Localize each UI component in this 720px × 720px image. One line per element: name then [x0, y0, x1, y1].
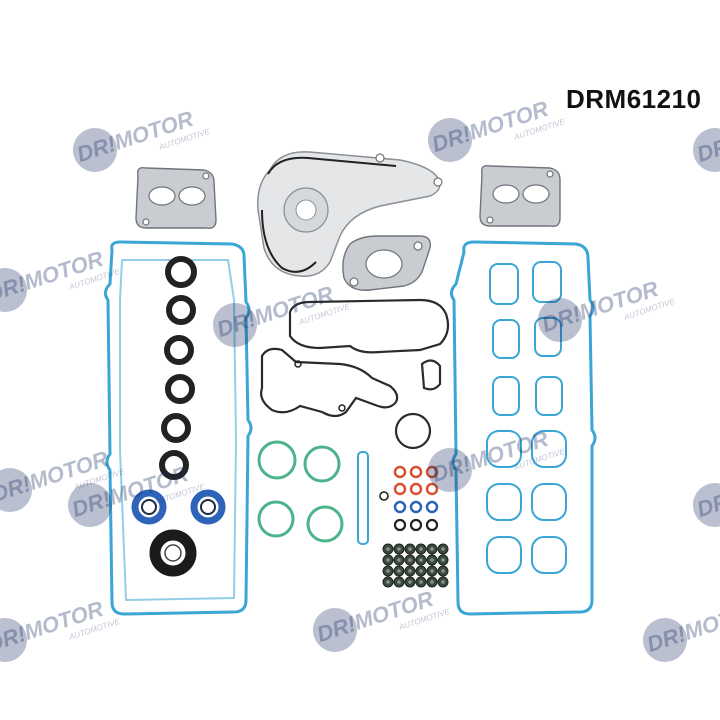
valve-stem-seal-bore — [430, 547, 434, 551]
seal-strip — [357, 451, 369, 545]
exhaust-manifold-gasket-left — [135, 166, 217, 230]
valve-stem-seal-bore — [408, 569, 412, 573]
oil-pump-gasket — [260, 347, 399, 418]
left-valve-cover-gasket — [103, 240, 253, 616]
valve-cover-seals — [159, 256, 197, 480]
valve-stem-seal-bore — [408, 580, 412, 584]
watermark-badge — [538, 298, 582, 342]
intake-port-seals — [486, 261, 567, 574]
watermark-badge — [428, 118, 472, 162]
turbo-flange-gasket — [342, 235, 431, 291]
camshaft-seals — [131, 489, 226, 525]
valve-stem-seal-bore — [430, 569, 434, 573]
valve-stem-seal-bore — [386, 569, 390, 573]
valve-stem-seal-bore — [441, 558, 445, 562]
watermark-badge — [693, 128, 720, 172]
valve-stem-seal-bore — [386, 558, 390, 562]
valve-stem-seal-bore — [397, 558, 401, 562]
valve-stem-seal-bore — [397, 580, 401, 584]
valve-stem-seal-bore — [441, 569, 445, 573]
watermark-badge — [0, 468, 32, 512]
watermark-badge — [313, 608, 357, 652]
valve-stem-seal-bore — [397, 547, 401, 551]
watermark-badge — [643, 618, 687, 662]
crankshaft-seal — [149, 529, 197, 577]
valve-stem-seal-bore — [386, 580, 390, 584]
valve-stem-seal-bore — [441, 580, 445, 584]
watermark-badge — [0, 268, 27, 312]
valve-stem-seal-bore — [419, 547, 423, 551]
exhaust-manifold-gasket-right — [479, 164, 561, 228]
valve-stem-seal-bore — [430, 580, 434, 584]
valve-stem-seal-bore — [419, 580, 423, 584]
watermark-badge — [73, 128, 117, 172]
intake-o-rings — [257, 440, 344, 543]
watermark-badge — [0, 618, 27, 662]
valve-stem-seal-bore — [419, 569, 423, 573]
valve-stem-seal-bore — [408, 547, 412, 551]
valve-stem-seal-bore — [386, 547, 390, 551]
intake-manifold-gasket — [449, 240, 597, 616]
valve-stem-seal-bore — [408, 558, 412, 562]
watermark-badge — [68, 483, 112, 527]
small-round-gaskets — [394, 359, 442, 450]
valve-stem-seals — [382, 543, 449, 588]
part-number: DRM61210 — [566, 84, 702, 114]
valve-stem-seal-bore — [397, 569, 401, 573]
watermark-badge — [213, 303, 257, 347]
small-o-rings-grid — [379, 465, 439, 532]
valve-stem-seal-bore — [441, 547, 445, 551]
watermark-badge — [693, 483, 720, 527]
water-pump-gasket — [257, 151, 443, 277]
timing-cover-gasket — [288, 298, 450, 354]
valve-stem-seal-bore — [419, 558, 423, 562]
valve-stem-seal-bore — [430, 558, 434, 562]
watermark-badge — [428, 448, 472, 492]
